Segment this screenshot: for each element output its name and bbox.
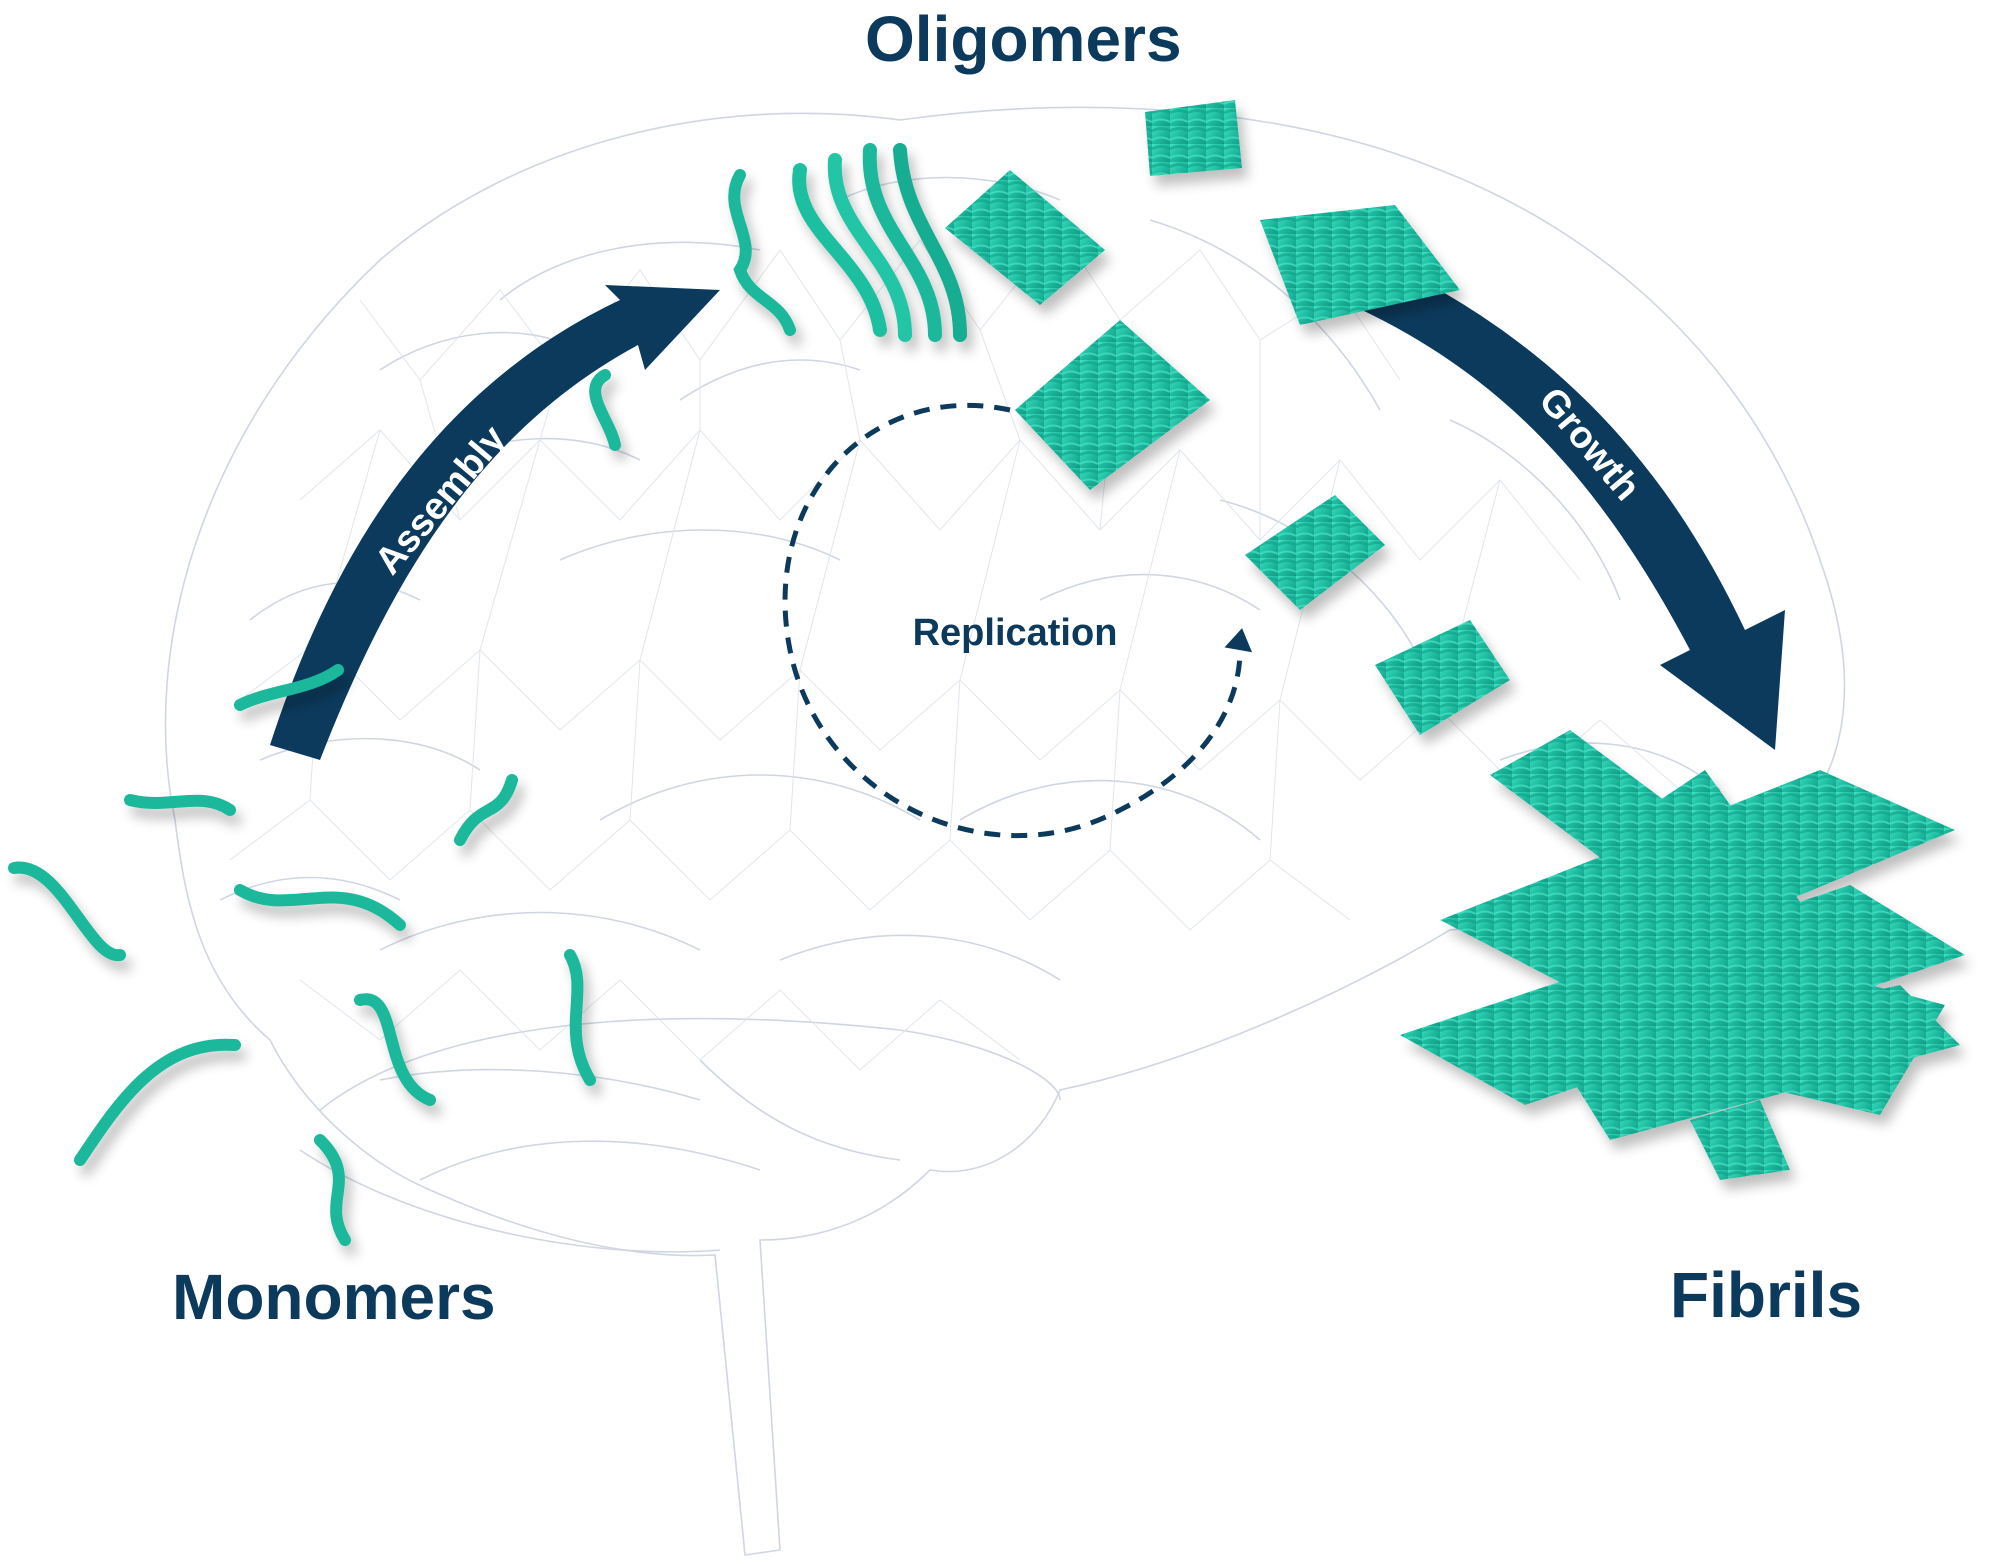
oligomer-sheet-icon xyxy=(1375,620,1510,735)
fibrils-label: Fibrils xyxy=(1670,1259,1863,1331)
monomers-group xyxy=(8,169,796,1246)
monomer-strand-icon xyxy=(8,861,126,961)
assembly-arrow xyxy=(270,285,720,760)
oligomer-sheet-icon xyxy=(1245,495,1385,610)
oligomer-sheet-icon xyxy=(945,170,1105,305)
monomer-strand-icon xyxy=(234,664,344,711)
oligomer-sheet-icon xyxy=(1015,320,1210,490)
fibril-mesh-icon xyxy=(1400,730,1965,1180)
replication-cycle xyxy=(782,402,1253,839)
monomers-label: Monomers xyxy=(172,1261,496,1333)
oligomer-strand-bundle xyxy=(792,143,967,342)
oligomers-group xyxy=(792,100,1510,735)
monomer-strand-icon xyxy=(354,993,436,1106)
monomer-strand-icon xyxy=(74,1038,241,1166)
monomer-strand-icon xyxy=(589,369,621,451)
replication-label: Replication xyxy=(913,612,1118,654)
monomer-strand-icon xyxy=(454,774,518,846)
monomer-strand-icon xyxy=(728,169,796,336)
oligomer-sheet-icon xyxy=(1260,205,1460,325)
oligomers-label: Oligomers xyxy=(865,3,1182,75)
monomer-strand-icon xyxy=(564,949,596,1086)
monomer-strand-icon xyxy=(234,884,406,931)
oligomer-sheet-icon xyxy=(1145,100,1242,176)
monomer-strand-icon xyxy=(314,1134,351,1246)
monomer-strand-icon xyxy=(124,794,236,816)
